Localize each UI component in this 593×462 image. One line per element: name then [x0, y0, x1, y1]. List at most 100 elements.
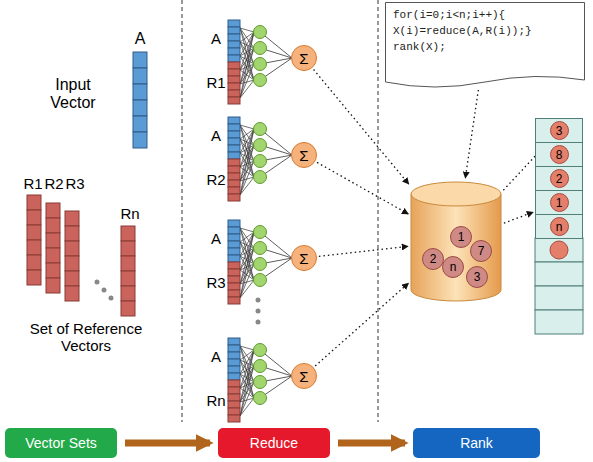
dotted-arrow: [465, 90, 478, 178]
reference-vector-cell: [27, 225, 41, 240]
neuron: [254, 123, 267, 136]
neuron: [254, 155, 267, 168]
cylinder-top: [411, 182, 501, 206]
flow-arrow: [125, 440, 210, 447]
neuron: [254, 74, 267, 87]
input-vector-cell: [228, 248, 240, 255]
reference-vector-cell: [121, 256, 135, 271]
net-link: [240, 145, 254, 195]
neuron: [254, 226, 267, 239]
neuron: [254, 392, 267, 405]
input-vector-cell: [228, 234, 240, 241]
list-cell: [535, 286, 583, 310]
part-label: Input Vector: [36, 76, 110, 113]
input-vector-cell: [133, 132, 147, 148]
reference-vector-cell: [46, 278, 60, 293]
input-vector-cell: [228, 20, 240, 27]
reference-vector-cell: [228, 269, 240, 276]
neuron: [254, 344, 267, 357]
separator: [378, 0, 379, 422]
part-label: A: [206, 127, 226, 144]
part-label: R3: [64, 175, 86, 192]
input-vector-cell: [228, 345, 240, 352]
ranked-item: n: [535, 214, 583, 239]
neuron: [254, 42, 267, 55]
ranked-item: 2: [535, 166, 583, 191]
net-link: [240, 350, 254, 416]
reference-vector-cell: [228, 394, 240, 401]
net-link: [240, 232, 254, 284]
ellipsis-dot: [256, 309, 261, 314]
reference-vector-cell: [228, 387, 240, 394]
item-number: 1: [450, 226, 472, 248]
item-number: 3: [466, 266, 488, 288]
neuron: [254, 171, 267, 184]
node-text: Σ: [299, 147, 308, 164]
input-vector-cell: [228, 131, 240, 138]
net-link: [240, 382, 254, 416]
neuron: [254, 242, 267, 255]
part-label: R3: [205, 274, 227, 291]
input-vector-cell: [133, 84, 147, 100]
reference-vector-cell: [228, 173, 240, 180]
stage-box: Vector Sets: [5, 428, 117, 458]
node-text: Rank: [460, 435, 493, 451]
reference-vector-cell: [228, 276, 240, 283]
reference-vector-cell: [46, 203, 60, 218]
net-link: [240, 280, 254, 298]
part-label: R2: [43, 175, 65, 192]
net-link: [240, 177, 254, 195]
input-vector-cell: [228, 48, 240, 55]
reference-vector-cell: [228, 166, 240, 173]
note-border: [386, 3, 585, 88]
flow-arrow: [338, 440, 405, 447]
reference-vector-cell: [46, 263, 60, 278]
reference-vector-cell: [228, 415, 240, 422]
stage-box: Reduce: [218, 428, 330, 458]
net-link: [240, 398, 254, 416]
net-link: [240, 264, 254, 298]
net-link: [240, 64, 254, 98]
reference-vector-cell: [228, 62, 240, 69]
net-link: [240, 232, 254, 256]
input-vector-cell: [228, 352, 240, 359]
net-link: [240, 350, 254, 402]
reference-vector-cell: [228, 283, 240, 290]
list-cell: [535, 262, 583, 286]
cylinder-body: [411, 194, 501, 301]
reference-vector-cell: [46, 218, 60, 233]
input-vector-cell: [228, 241, 240, 248]
input-vector-cell: [228, 41, 240, 48]
part-label: A: [131, 30, 149, 48]
input-vector-cell: [228, 152, 240, 159]
net-link: [240, 129, 254, 153]
ranked-item: 3: [535, 118, 583, 143]
reference-vector-cell: [65, 256, 79, 271]
reference-vector-cell: [228, 180, 240, 187]
reference-vector-cell: [228, 262, 240, 269]
node-text: 2: [550, 169, 569, 188]
input-vector-cell: [133, 68, 147, 84]
node-text: Reduce: [250, 435, 298, 451]
ellipsis-dot: [102, 288, 107, 293]
net-link: [240, 350, 254, 374]
part-label: Set of Reference Vectors: [22, 320, 150, 355]
part-label: R1: [205, 74, 227, 91]
reference-vector-cell: [121, 241, 135, 256]
reference-vector-cell: [228, 83, 240, 90]
ellipsis-dot: [95, 280, 100, 285]
input-vector-cell: [228, 338, 240, 345]
list-marker: [550, 241, 568, 259]
list-cell: [535, 238, 583, 262]
neuron: [254, 58, 267, 71]
input-vector-cell: [228, 227, 240, 234]
net-link: [240, 32, 254, 84]
net-link: [240, 232, 254, 298]
neuron: [254, 274, 267, 287]
input-vector-cell: [228, 138, 240, 145]
input-vector-cell: [228, 145, 240, 152]
sum-node: Σ: [291, 142, 317, 168]
reference-vector-cell: [65, 271, 79, 286]
input-vector-cell: [228, 373, 240, 380]
part-label: R2: [205, 171, 227, 188]
